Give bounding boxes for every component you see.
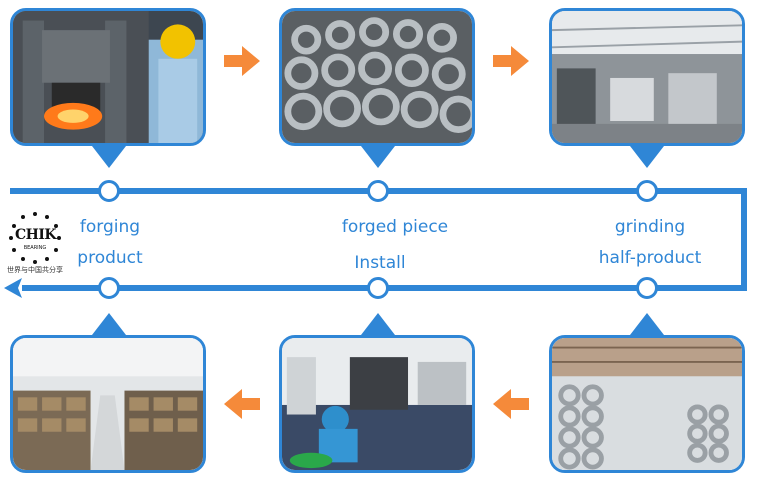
label-grinding: grinding — [614, 217, 686, 237]
arrow-left-icon — [493, 389, 529, 419]
pointer-install — [361, 313, 395, 335]
half-product-photo — [549, 335, 745, 473]
arrow-left-icon — [224, 389, 260, 419]
node-forging — [98, 180, 120, 202]
pointer-grinding — [630, 146, 664, 168]
arrow-right-icon — [493, 46, 529, 76]
node-half-product — [636, 277, 658, 299]
node-install — [367, 277, 389, 299]
pointer-forging — [92, 146, 126, 168]
install-photo — [279, 335, 475, 473]
arrow-right-icon — [224, 46, 260, 76]
pointer-product — [92, 313, 126, 335]
node-forged-piece — [367, 180, 389, 202]
logo-subtitle: BEARING — [23, 245, 47, 251]
pointer-half-product — [630, 313, 664, 335]
star-ring-icon — [9, 212, 61, 264]
label-forged-piece: forged piece — [341, 217, 449, 237]
pointer-forged-piece — [361, 146, 395, 168]
forged-piece-photo — [279, 8, 475, 146]
label-half-product: half-product — [598, 248, 702, 268]
node-grinding — [636, 180, 658, 202]
label-forging: forging — [79, 217, 141, 237]
label-install: Install — [354, 253, 406, 273]
grinding-photo — [549, 8, 745, 146]
product-photo — [10, 335, 206, 473]
node-product — [98, 277, 120, 299]
logo-tagline: 世界与中国共分享 — [7, 266, 63, 274]
logo-name: CHIK — [15, 227, 57, 243]
arrow-left-icon — [4, 278, 22, 298]
flow-line-right — [741, 188, 747, 291]
forging-photo — [10, 8, 206, 146]
label-product: product — [77, 248, 143, 268]
chik-logo: CHIK BEARING 世界与中国共分享 — [3, 210, 67, 280]
